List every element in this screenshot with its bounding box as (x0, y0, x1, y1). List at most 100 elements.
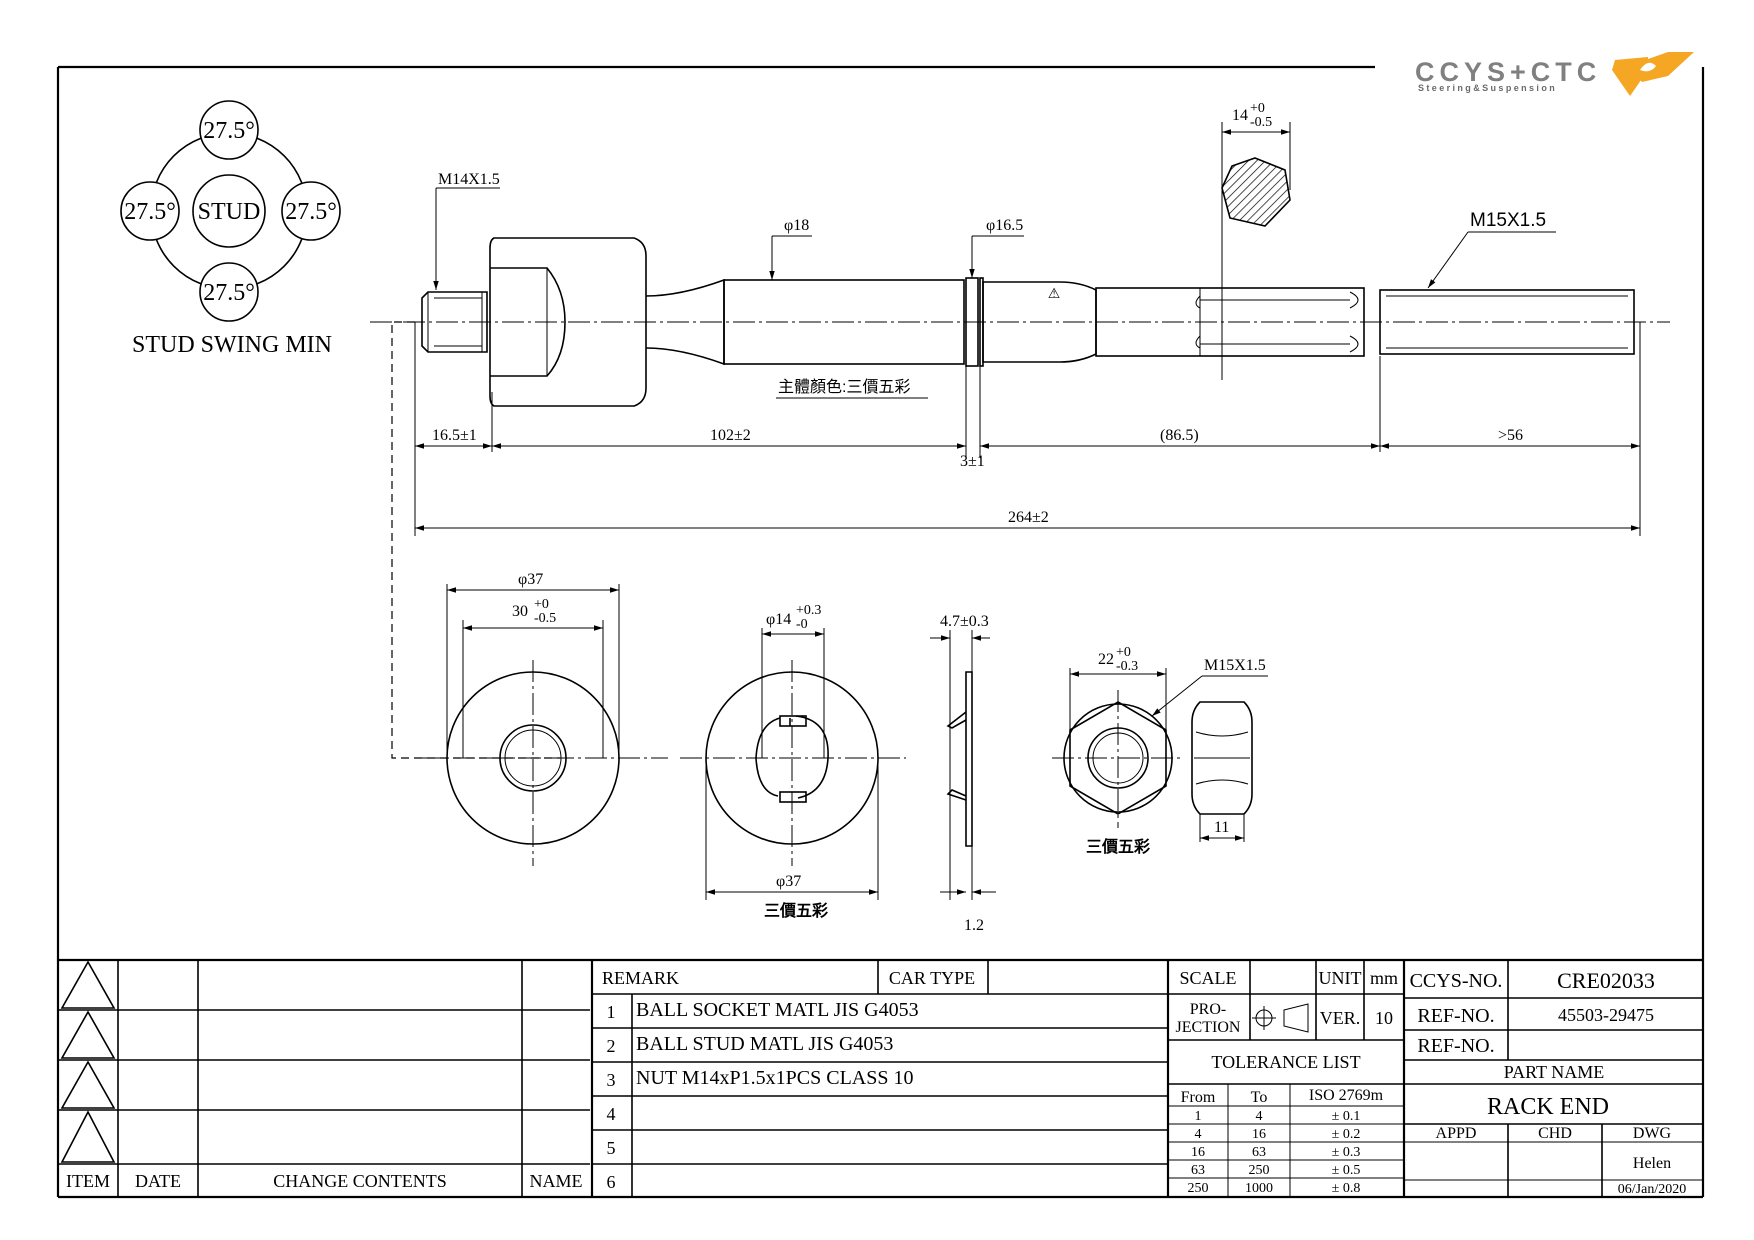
car-type-label: CAR TYPE (889, 968, 975, 988)
nut-thread-dim: M15X1.5 (1204, 657, 1266, 674)
rev-header-item: ITEM (66, 1171, 110, 1191)
remarks-table: REMARK CAR TYPE 1 BALL SOCKET MATL JIS G… (592, 960, 1170, 1197)
scale-tolerance-block: SCALE UNIT mm PRO- JECTION VER. 10 TOLER… (1168, 960, 1406, 1197)
washer-id-tol-up: +0 (534, 597, 549, 612)
remark-text-1: BALL SOCKET MATL JIS G4053 (636, 999, 919, 1021)
scale-label: SCALE (1179, 968, 1236, 988)
dim-thread-left: M14X1.5 (438, 171, 500, 188)
remark-header: REMARK (602, 968, 679, 988)
nut-view: 22 +0 -0.3 M15X1.5 三價五彩 11 (1052, 645, 1268, 856)
tol-to-label: To (1251, 1089, 1268, 1106)
washer-view: φ37 30 +0 -0.5 (420, 571, 668, 866)
tol-row5-from: 250 (1188, 1181, 1209, 1196)
washer-id-dim: 30 (512, 603, 528, 620)
nut-height-dim: 11 (1214, 819, 1229, 836)
tol-row5-tol: ± 0.8 (1332, 1181, 1361, 1196)
tol-row4-to: 250 (1249, 1163, 1270, 1178)
chd-label: CHD (1538, 1125, 1572, 1142)
lock-washer-view: φ14 +0.3 -0 φ37 三價五彩 (680, 603, 906, 920)
tol-row4-from: 63 (1191, 1163, 1205, 1178)
rev-header-change: CHANGE CONTENTS (273, 1171, 447, 1191)
dim-dia-16-5: φ16.5 (986, 217, 1023, 234)
swing-angle-left: 27.5° (124, 199, 176, 225)
tol-from-label: From (1181, 1089, 1216, 1106)
tol-row1-tol: ± 0.1 (1332, 1109, 1361, 1124)
remark-no-6: 6 (607, 1172, 616, 1192)
part-name-label: PART NAME (1504, 1062, 1604, 1082)
ref-no-label: REF-NO. (1417, 1005, 1494, 1027)
projection-label-1: PRO- (1190, 1001, 1226, 1018)
ccys-no-label: CCYS-NO. (1410, 970, 1503, 992)
nut-note: 三價五彩 (1086, 837, 1150, 856)
stud-swing-diagram: 27.5° 27.5° 27.5° 27.5° STUD STUD SWING … (120, 100, 341, 358)
dim-264: 264±2 (1008, 509, 1049, 526)
swing-angle-bottom: 27.5° (203, 280, 255, 306)
remark-text-2: BALL STUD MATL JIS G4053 (636, 1033, 893, 1055)
drawing-date: 06/Jan/2020 (1618, 1182, 1686, 1197)
tolerance-title: TOLERANCE LIST (1211, 1052, 1360, 1072)
swing-angle-right: 27.5° (285, 199, 337, 225)
tol-row2-from: 4 (1195, 1127, 1202, 1142)
rack-end-side-view: ⚠ (370, 157, 1670, 407)
dim-86-5: (86.5) (1160, 427, 1199, 444)
dim-hex-14-tol-up: +0 (1250, 101, 1265, 116)
tol-row2-to: 16 (1252, 1127, 1266, 1142)
color-note: 主體顏色:三價五彩 (778, 378, 910, 396)
dim-56: >56 (1498, 427, 1523, 444)
dim-16-5: 16.5±1 (432, 427, 477, 444)
dwg-label: DWG (1633, 1125, 1672, 1142)
hex-section-hatched (1221, 157, 1291, 227)
drawer-name: Helen (1633, 1155, 1671, 1172)
dim-3: 3±1 (960, 453, 985, 470)
swing-center-label: STUD (198, 199, 261, 225)
logo-tagline: Steering&Suspension (1418, 83, 1557, 93)
dim-thread-right: M15X1.5 (1470, 210, 1546, 231)
tol-row3-to: 63 (1252, 1145, 1266, 1160)
lock-note: 三價五彩 (764, 901, 828, 920)
nut-af-dim: 22 (1098, 651, 1114, 668)
lock-washer-side-view: 4.7±0.3 1.2 (930, 613, 996, 934)
tol-row2-tol: ± 0.2 (1332, 1127, 1361, 1142)
lock-id-dim: φ14 (766, 611, 791, 628)
tol-row3-from: 16 (1191, 1145, 1205, 1160)
logo-brand: CCYS+CTC (1415, 57, 1601, 87)
part-name-value: RACK END (1487, 1094, 1609, 1120)
drawing-border (56, 65, 1705, 1199)
remark-no-3: 3 (607, 1070, 616, 1090)
remark-no-2: 2 (607, 1036, 616, 1056)
company-logo: CCYS+CTC Steering&Suspension (1415, 52, 1694, 96)
appd-label: APPD (1436, 1125, 1477, 1142)
tol-row1-from: 1 (1195, 1109, 1202, 1124)
nut-af-tol-up: +0 (1116, 645, 1131, 660)
rev-header-date: DATE (135, 1171, 181, 1191)
unit-label: UNIT (1319, 968, 1362, 988)
dim-hex-14-tol-dn: -0.5 (1250, 115, 1272, 130)
nut-af-tol-dn: -0.3 (1116, 659, 1138, 674)
swing-angle-top: 27.5° (203, 118, 255, 144)
lock-od-dim: φ37 (776, 873, 801, 890)
ccys-no-value: CRE02033 (1557, 968, 1655, 993)
version-value: 10 (1375, 1008, 1393, 1028)
dim-dia-18: φ18 (784, 217, 809, 234)
lock-id-tol-dn: -0 (796, 617, 808, 632)
remark-no-4: 4 (607, 1104, 616, 1124)
tol-row3-tol: ± 0.3 (1332, 1145, 1361, 1160)
washer-id-tol-dn: -0.5 (534, 611, 556, 626)
lock-width-dim: 4.7±0.3 (940, 613, 989, 630)
remark-no-5: 5 (607, 1138, 616, 1158)
lock-id-tol-up: +0.3 (796, 603, 821, 618)
revision-table: ITEM DATE CHANGE CONTENTS NAME (58, 960, 594, 1197)
lock-thickness-dim: 1.2 (964, 917, 984, 934)
part-info-block: CCYS-NO. CRE02033 REF-NO. 45503-29475 RE… (1404, 960, 1703, 1197)
swing-caption: STUD SWING MIN (132, 332, 332, 358)
tol-row1-to: 4 (1256, 1109, 1263, 1124)
main-dimensions: M14X1.5 φ18 φ16.5 14 +0 -0.5 M15X1.5 主體顏… (391, 101, 1641, 759)
rev-header-name: NAME (530, 1171, 583, 1191)
tol-std-label: ISO 2769m (1309, 1087, 1384, 1104)
svg-text:⚠: ⚠ (1048, 285, 1061, 301)
tol-row5-to: 1000 (1245, 1181, 1273, 1196)
version-label: VER. (1320, 1008, 1361, 1028)
third-angle-projection-icon (1252, 1003, 1309, 1033)
washer-od-dim: φ37 (518, 571, 543, 588)
